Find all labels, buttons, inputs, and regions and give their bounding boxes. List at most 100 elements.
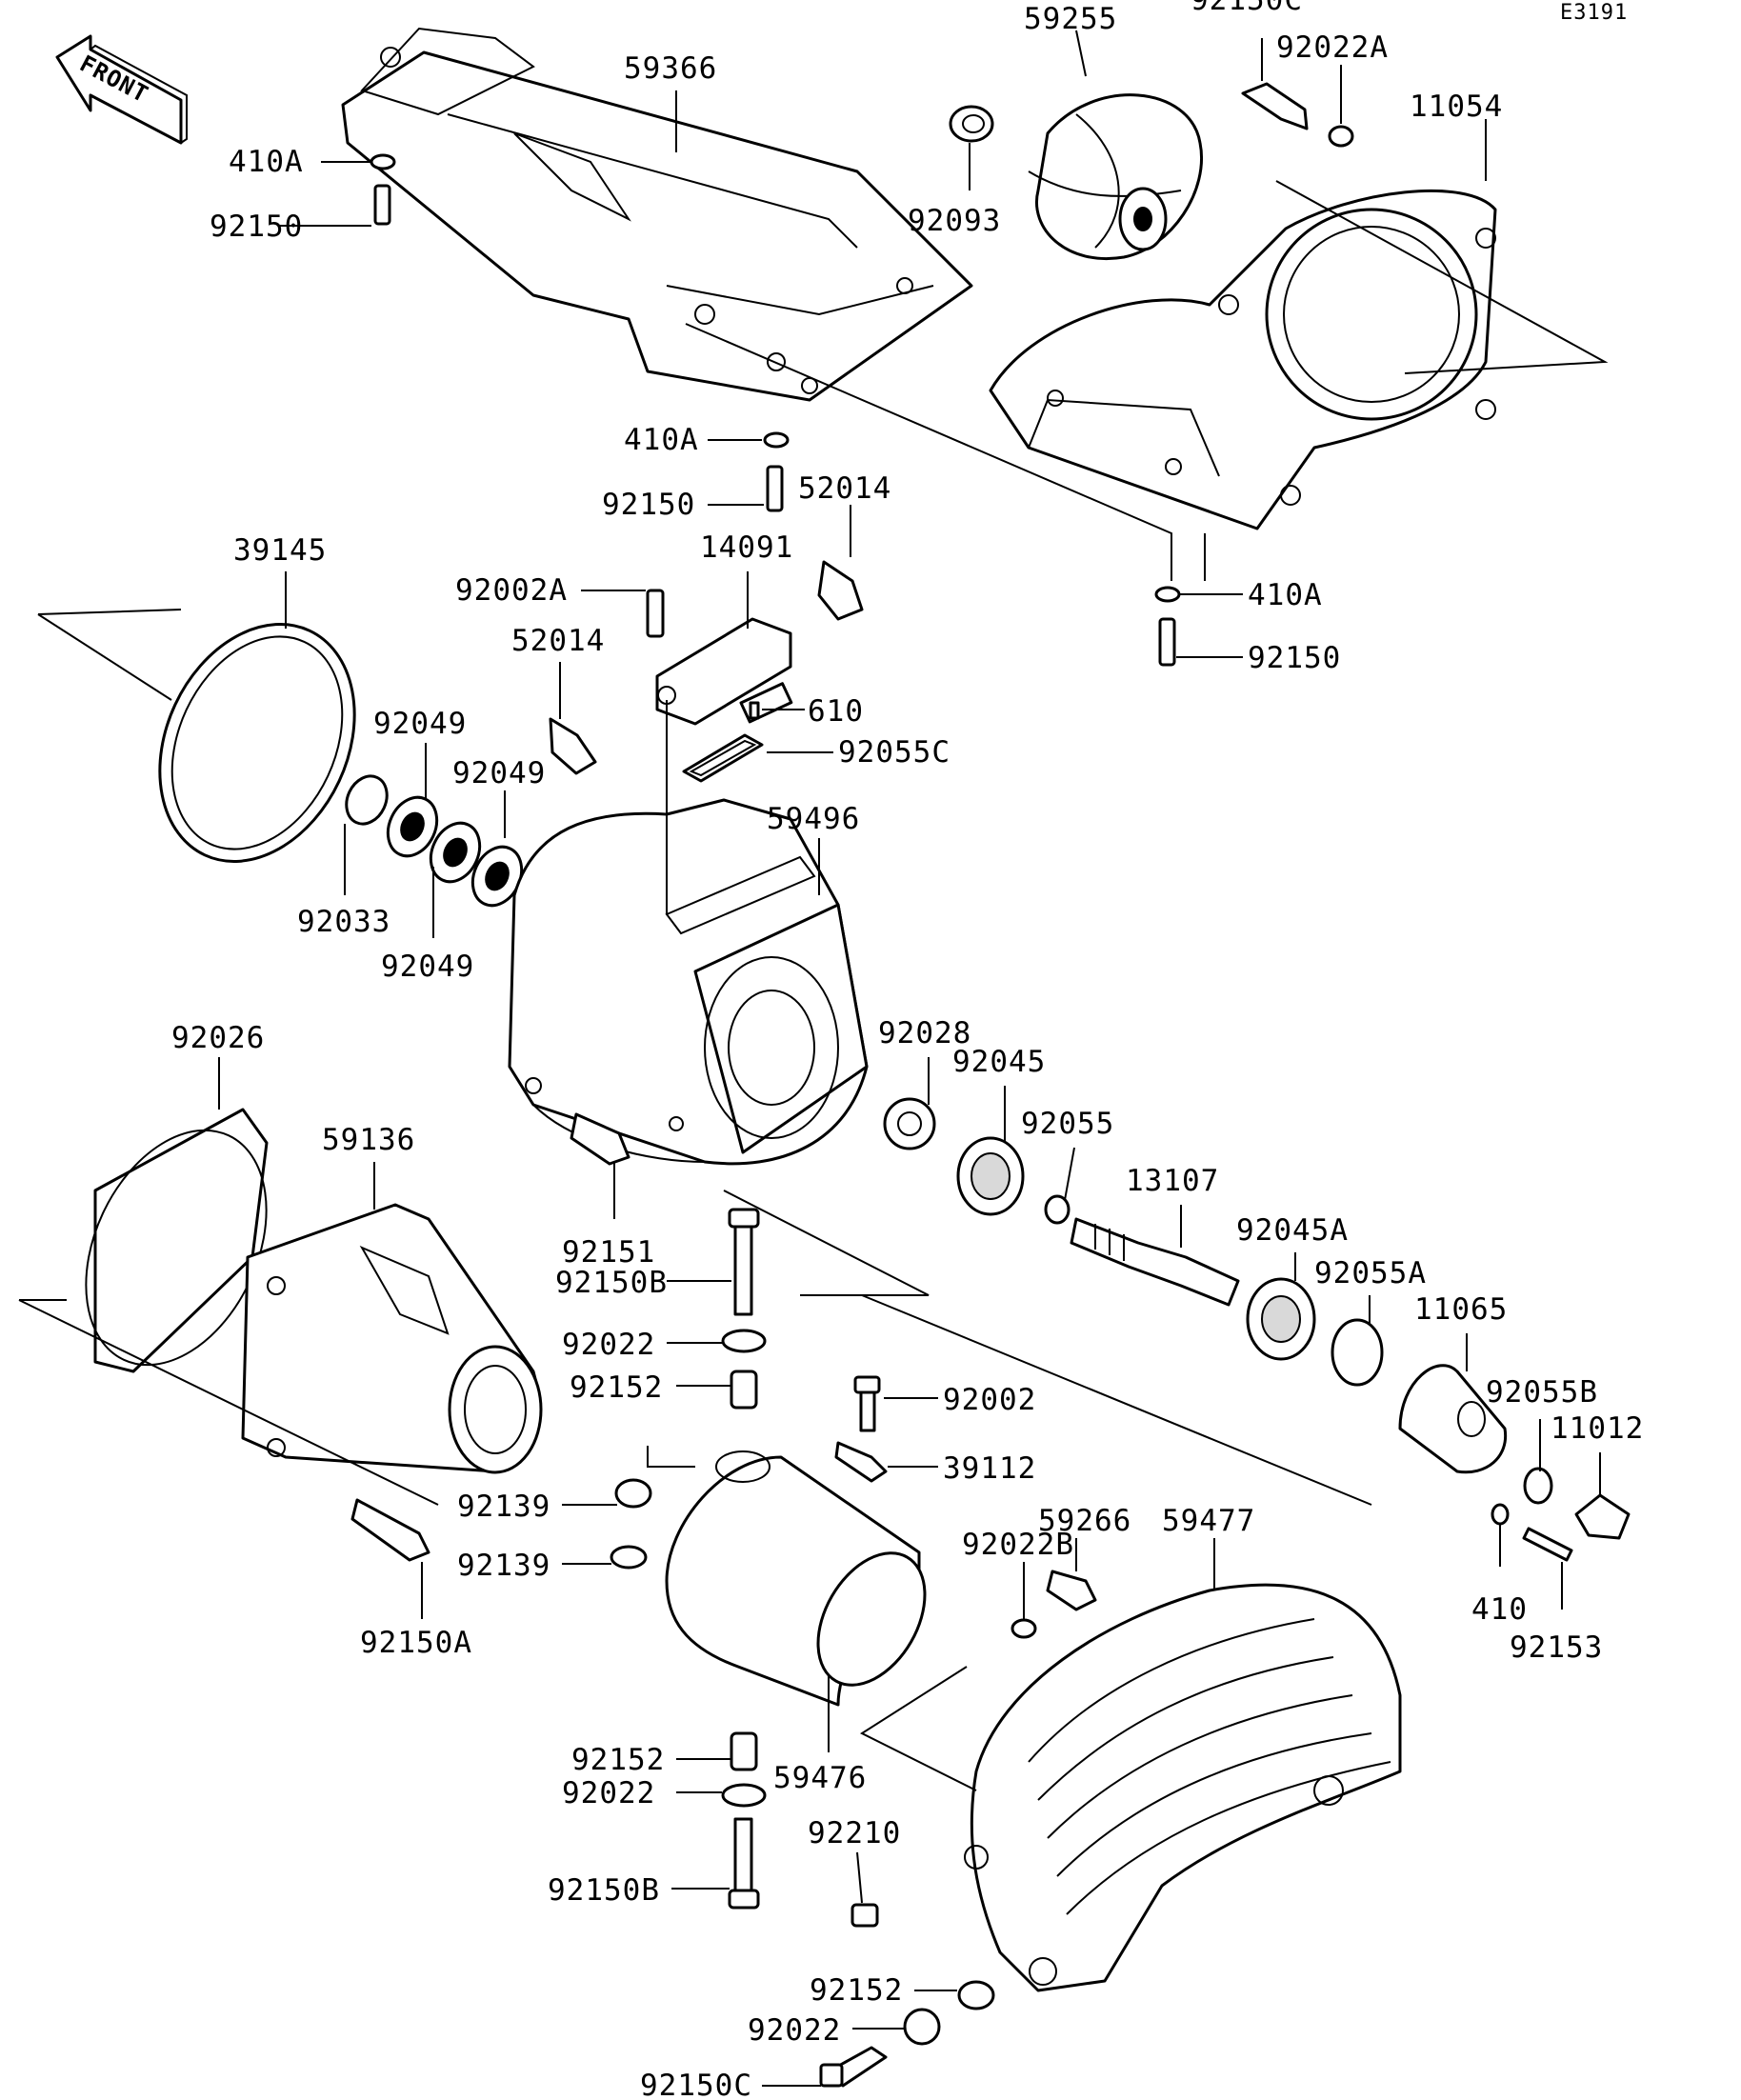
callout-52014: 52014 <box>511 624 605 658</box>
washer-410a-right <box>1154 586 1181 603</box>
pump-plate-59366 <box>341 27 973 402</box>
fitting-52014-lower <box>549 717 597 775</box>
nozzle-59136 <box>241 1203 543 1474</box>
callout-59266: 59266 <box>1038 1504 1131 1538</box>
callout-92153: 92153 <box>1510 1630 1603 1665</box>
callout-14091: 14091 <box>700 530 793 565</box>
bushing-92028 <box>883 1097 936 1150</box>
callout-410: 410 <box>1471 1592 1528 1627</box>
cap-11012 <box>1574 1493 1631 1540</box>
bolt-92150-right <box>1158 617 1176 667</box>
bushing-92152-bottom <box>957 1980 995 2010</box>
shaft-13107 <box>1070 1217 1240 1307</box>
bracket-14091 <box>655 617 793 726</box>
washer-92022-lower <box>721 1783 767 1808</box>
callout-59477: 59477 <box>1162 1504 1255 1538</box>
pump-body-59496 <box>508 798 869 1166</box>
callout-92045a: 92045A <box>1236 1213 1349 1248</box>
washer-410a-center <box>763 431 790 449</box>
bolt-92153 <box>1522 1527 1573 1562</box>
callout-52014: 52014 <box>798 471 891 506</box>
callout-92150b: 92150B <box>555 1266 668 1300</box>
gasket-92055c <box>682 733 764 783</box>
bolt-92150b-upper <box>728 1208 760 1316</box>
callout-92033: 92033 <box>297 905 390 939</box>
washer-92022b <box>1011 1618 1037 1639</box>
callout-92022b: 92022B <box>962 1528 1074 1562</box>
callout-39112: 39112 <box>943 1451 1036 1486</box>
callout-13107: 13107 <box>1126 1164 1219 1198</box>
callout-92022a: 92022A <box>1276 30 1389 65</box>
callout-92150b: 92150B <box>548 1873 660 1908</box>
callout-92150c: 92150C <box>1191 0 1303 17</box>
fitting-59266 <box>1046 1570 1097 1611</box>
washer-92022a <box>1328 125 1354 148</box>
callout-labels: 59366 410A 92150 59255 92150C 92022A 110… <box>171 0 1644 2100</box>
washer-92022-bottom <box>903 2008 941 2046</box>
bolt-92151 <box>570 1112 630 1166</box>
callout-11054: 11054 <box>1410 90 1503 124</box>
bolt-92150-upper-left <box>373 184 391 226</box>
o-ring-92055a <box>1331 1318 1384 1387</box>
callout-92150: 92150 <box>210 210 303 244</box>
bolt-92150c-top <box>1241 82 1309 130</box>
front-arrow-icon: FRONT <box>55 34 188 145</box>
callout-59255: 59255 <box>1024 2 1117 36</box>
bolt-92150-center <box>766 465 784 512</box>
bushing-92139-upper <box>614 1478 652 1509</box>
callout-92022: 92022 <box>748 2013 841 2048</box>
o-ring-92055b <box>1523 1467 1553 1505</box>
bolt-92150a <box>350 1498 430 1562</box>
callout-410a: 410A <box>229 145 304 179</box>
callout-92093: 92093 <box>908 204 1001 238</box>
callout-39145: 39145 <box>233 533 327 568</box>
o-ring-92055 <box>1044 1194 1071 1225</box>
washer-410 <box>1491 1503 1510 1526</box>
callout-11065: 11065 <box>1414 1292 1508 1327</box>
callout-92055: 92055 <box>1021 1107 1114 1141</box>
callout-92022: 92022 <box>562 1776 655 1810</box>
callout-59496: 59496 <box>767 802 860 836</box>
callout-610: 610 <box>808 694 864 729</box>
callout-92049: 92049 <box>381 950 474 984</box>
callout-11012: 11012 <box>1551 1411 1644 1446</box>
bushing-92139-lower <box>610 1545 648 1570</box>
callout-92002: 92002 <box>943 1383 1036 1417</box>
pin-610 <box>749 701 760 720</box>
bolt-92150b-lower <box>728 1817 760 1910</box>
callout-92055a: 92055A <box>1314 1256 1427 1290</box>
callout-92022: 92022 <box>562 1328 655 1362</box>
callout-92139: 92139 <box>457 1549 550 1583</box>
callout-92055b: 92055B <box>1486 1375 1598 1410</box>
bolt-92002a <box>646 589 665 638</box>
callout-92002a: 92002A <box>455 573 568 608</box>
callout-92150: 92150 <box>602 488 695 522</box>
bearing-92045a <box>1246 1277 1316 1361</box>
callout-92028: 92028 <box>878 1016 971 1050</box>
callout-410a: 410A <box>1248 578 1323 612</box>
diagram-code: E3191 <box>1560 1 1628 25</box>
cap-11065 <box>1398 1364 1508 1474</box>
reverse-bucket-59477 <box>964 1583 1402 1992</box>
washer-92022-upper <box>721 1329 767 1353</box>
callout-92152: 92152 <box>571 1743 665 1777</box>
callout-92152: 92152 <box>570 1370 663 1405</box>
seal-92049-b <box>429 821 482 884</box>
callout-59366: 59366 <box>624 51 717 86</box>
callout-59136: 59136 <box>322 1123 415 1157</box>
callout-92152: 92152 <box>810 1973 903 2008</box>
steering-nozzle-59476 <box>665 1450 927 1707</box>
callout-92150c: 92150C <box>640 2069 752 2100</box>
seal-92049-a <box>386 795 439 858</box>
bushing-92152-lower <box>730 1731 758 1771</box>
callout-92045: 92045 <box>952 1045 1046 1079</box>
circlip-92033 <box>345 774 389 826</box>
callout-92026: 92026 <box>171 1021 265 1055</box>
fitting-39112 <box>834 1441 888 1483</box>
bushing-92152-upper <box>730 1370 758 1410</box>
callout-92210: 92210 <box>808 1816 901 1850</box>
callout-92150a: 92150A <box>360 1626 472 1660</box>
reference-lines <box>18 180 1609 1791</box>
callout-92150: 92150 <box>1248 641 1341 675</box>
